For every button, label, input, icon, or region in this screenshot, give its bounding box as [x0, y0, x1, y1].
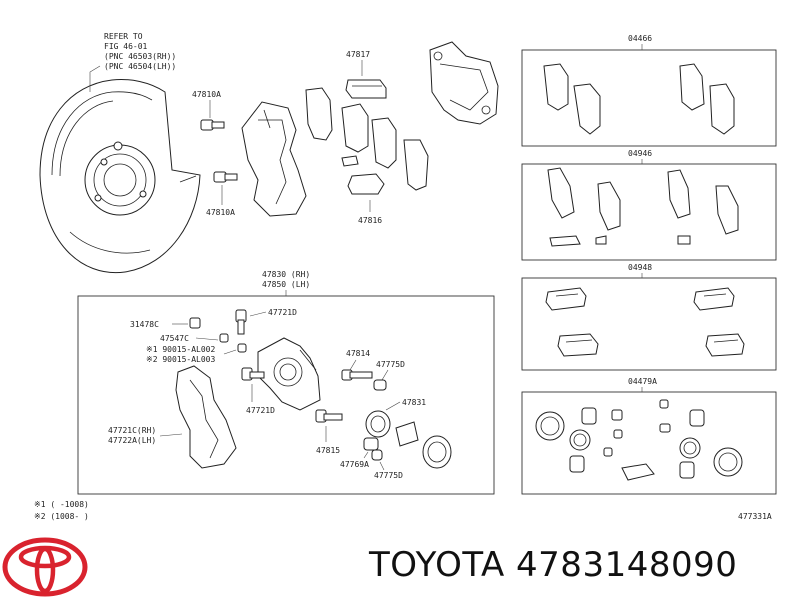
- boot-47775D-bottom: [371, 449, 383, 461]
- label-04479A: 04479A: [628, 377, 657, 386]
- label-47816: 47816: [358, 216, 382, 225]
- slide-pin-47814: [341, 369, 373, 381]
- label-04946: 04946: [628, 149, 652, 158]
- label-47769A: 47769A: [340, 460, 369, 469]
- box-04948: [521, 277, 777, 371]
- pad-clip-small: [341, 155, 359, 167]
- label-31478C: 31478C: [130, 320, 159, 329]
- bolt-47810A-bottom: [213, 171, 238, 183]
- caliper-assembly-top: [429, 41, 499, 125]
- label-47721D-top: 47721D: [268, 308, 297, 317]
- figure-code: 477331A: [738, 512, 772, 521]
- label-47810A-bottom: 47810A: [206, 208, 235, 217]
- label-caliper-lh: 47850 (LH): [262, 280, 310, 289]
- pad-kit-04466: [543, 63, 735, 135]
- brake-pad-outer: [371, 117, 429, 191]
- label-47831: 47831: [402, 398, 426, 407]
- part-number: 4783148090: [516, 545, 738, 585]
- label-caliper-rh: 47830 (RH): [262, 270, 310, 279]
- footnote-1: ※1 ( -1008): [34, 500, 89, 509]
- box-04479A: [521, 391, 777, 495]
- dust-shield: [39, 79, 201, 274]
- bolt-47721D-bottom: [241, 367, 265, 381]
- caliper-support: [241, 101, 307, 217]
- caliper-body: [257, 337, 321, 411]
- footnote-2: ※2 (1008- ): [34, 512, 89, 521]
- label-47815: 47815: [316, 446, 340, 455]
- seal-kit-04479A: [535, 399, 743, 481]
- refer-note-line-4: (PNC 46504(LH)): [104, 62, 176, 71]
- refer-note-line-1: REFER TO: [104, 32, 143, 41]
- bolt-47721D-top: [235, 309, 247, 335]
- label-47547C: 47547C: [160, 334, 189, 343]
- bolt-90015: [237, 343, 247, 353]
- clip-kit-04948: [545, 287, 745, 357]
- shim-kit-04946: [547, 167, 739, 247]
- label-47775D-bottom: 47775D: [374, 471, 403, 480]
- label-47810A-top: 47810A: [192, 90, 221, 99]
- refer-note-line-2: FIG 46-01: [104, 42, 148, 51]
- label-90015-1: ※1 90015-AL002: [146, 345, 216, 354]
- caliper-bracket: [175, 365, 237, 469]
- label-47814: 47814: [346, 349, 370, 358]
- boot-47775D-top: [373, 379, 387, 391]
- refer-note-line-3: (PNC 46503(RH)): [104, 52, 176, 61]
- label-47817: 47817: [346, 50, 370, 59]
- brake-pad-inner: [305, 87, 369, 153]
- box-04466: [521, 49, 777, 147]
- label-47721D-bottom: 47721D: [246, 406, 275, 415]
- label-04948: 04948: [628, 263, 652, 272]
- brand-line: TOYOTA 4783148090: [369, 545, 737, 585]
- label-90015-2: ※2 90015-AL003: [146, 355, 216, 364]
- label-47775D-top: 47775D: [376, 360, 405, 369]
- brand-name: TOYOTA: [369, 545, 505, 585]
- boot-47769A: [363, 437, 379, 451]
- toyota-logo: [2, 537, 88, 597]
- bolt-47810A-top: [200, 119, 225, 131]
- cap-31478C: [189, 317, 201, 329]
- piston: [395, 421, 452, 469]
- box-caliper-assembly: [77, 295, 495, 495]
- guide-pin-47815: [315, 409, 343, 423]
- bleeder-47547C: [219, 333, 229, 343]
- label-47721C: 47721C(RH): [108, 426, 156, 435]
- label-47722A: 47722A(LH): [108, 436, 156, 445]
- piston-seal-47831: [365, 410, 391, 438]
- label-04466: 04466: [628, 34, 652, 43]
- box-04946: [521, 163, 777, 261]
- shim-47817: [345, 79, 387, 99]
- anti-squeal-shim: [347, 173, 385, 195]
